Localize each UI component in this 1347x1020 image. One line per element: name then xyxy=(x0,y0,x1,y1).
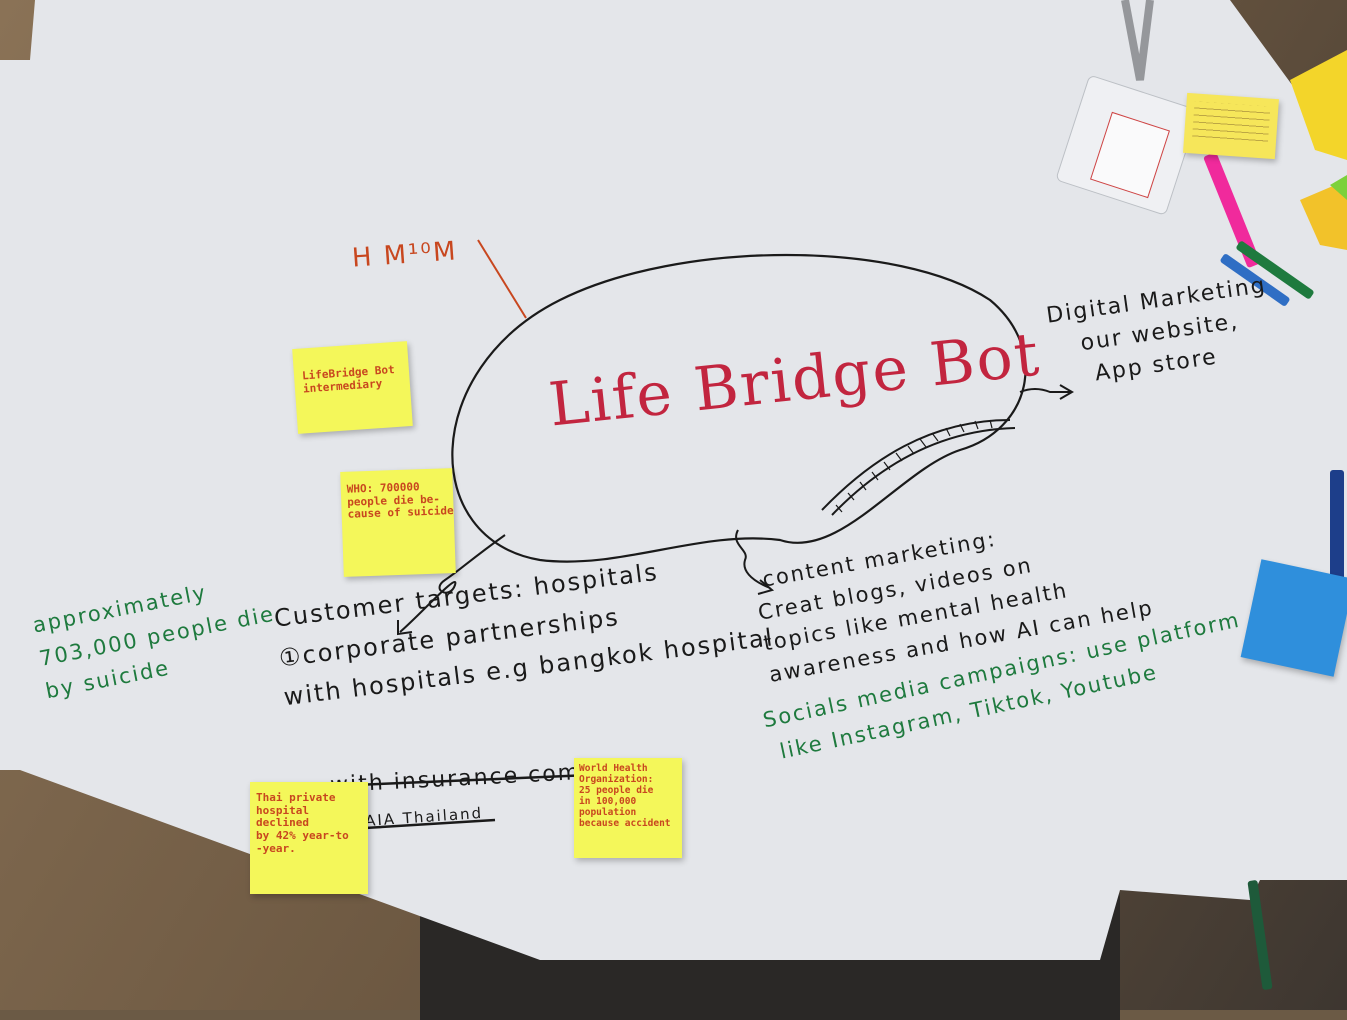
whiteboard-sheet xyxy=(0,0,1347,960)
sticky-note-intermediary-text: LifeBridge Bot intermediary xyxy=(301,363,396,396)
sticky-note-scribble xyxy=(1191,101,1271,147)
title-bubble xyxy=(451,253,1027,563)
sticky-note-who-text: WHO: 700000 people die be- cause of suic… xyxy=(346,480,454,522)
sticky-note-intermediary: LifeBridge Bot intermediary xyxy=(292,341,413,434)
sticky-note-who: WHO: 700000 people die be- cause of suic… xyxy=(340,468,456,577)
sticky-note-small-yellow xyxy=(1183,92,1279,160)
sticky-note-world-health-text: World Health Organization: 25 people die… xyxy=(579,763,671,829)
arc-hatching xyxy=(835,419,993,513)
markers xyxy=(1203,152,1344,990)
lanyard-badge xyxy=(1056,0,1199,215)
sticky-note-thai-hospital-text: Thai private hospital declined by 42% ye… xyxy=(256,791,349,855)
sticky-note-world-health: World Health Organization: 25 people die… xyxy=(574,758,682,858)
sticky-note-thai-hospital: Thai private hospital declined by 42% ye… xyxy=(250,782,368,894)
sticky-note-blue xyxy=(1240,559,1347,677)
